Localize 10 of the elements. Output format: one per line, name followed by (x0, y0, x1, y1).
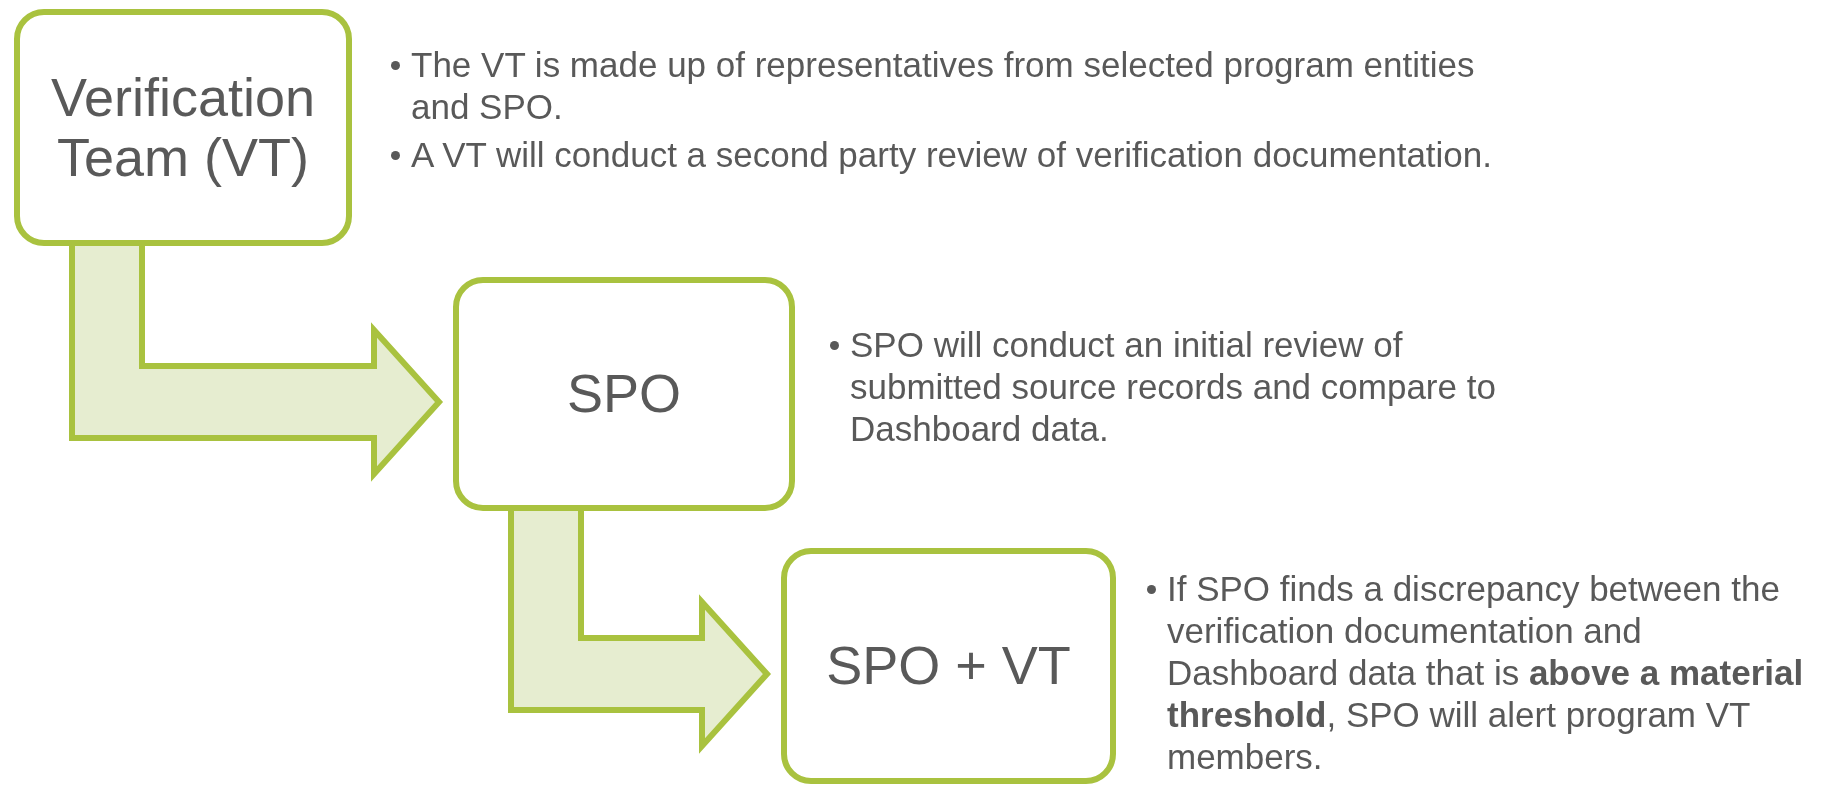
process-box (453, 277, 795, 511)
process-box (14, 9, 352, 246)
bullet-text: If SPO finds a discrepancy between the verification documentation and Dashboard data that is above a material threshold, SPO will alert program VT members. (1167, 569, 1804, 776)
box-label: SPO (566, 364, 681, 424)
box-label: SPO + VT (826, 636, 1071, 696)
bullet-text: SPO will conduct an initial review of submitted source records and compare to Dashboard data. (850, 325, 1496, 448)
process-box (781, 548, 1116, 784)
bullet-text: A VT will conduct a second party review of verification documentation. (411, 135, 1493, 174)
box-label: Verification Team (VT) (49, 68, 317, 187)
bullet-text: The VT is made up of representatives from selected program entities and SPO. (411, 45, 1475, 126)
